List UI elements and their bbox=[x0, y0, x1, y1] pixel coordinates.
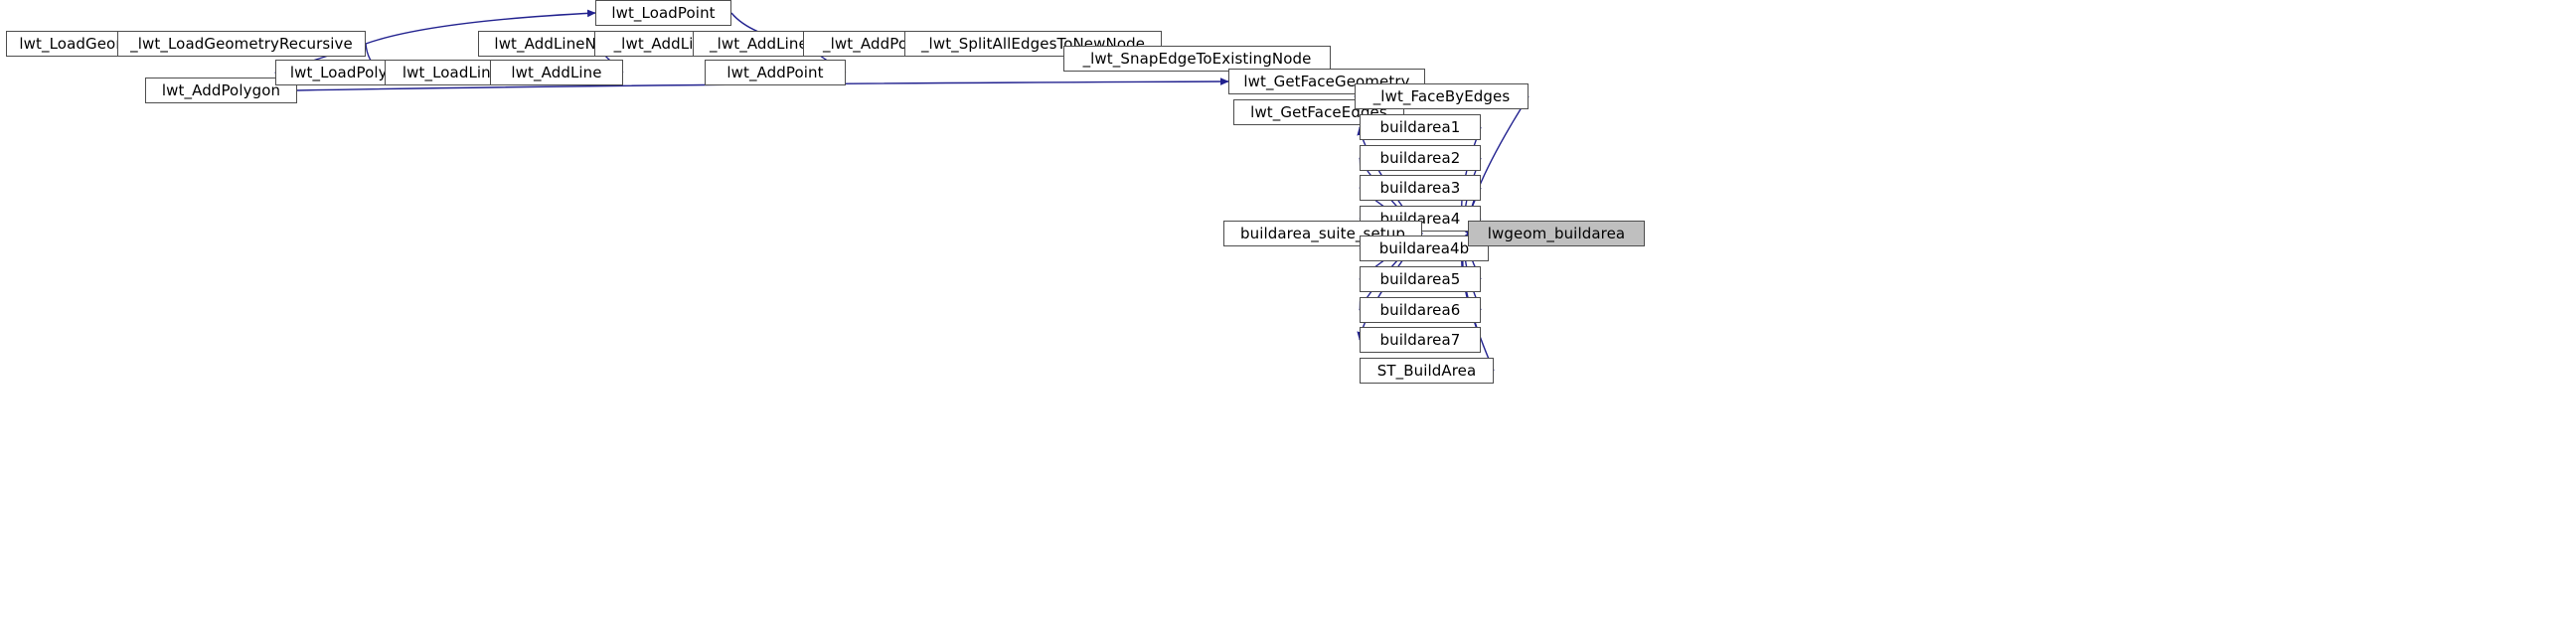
graph-node-lwt_LoadPoint[interactable]: lwt_LoadPoint bbox=[595, 0, 731, 26]
graph-node-label: lwt_AddLine bbox=[511, 63, 602, 81]
graph-node-buildarea6[interactable]: buildarea6 bbox=[1360, 297, 1481, 323]
graph-node-label: buildarea5 bbox=[1379, 269, 1461, 288]
graph-node-buildarea1[interactable]: buildarea1 bbox=[1360, 114, 1481, 140]
graph-node-label: _lwt_AddLine bbox=[613, 34, 713, 53]
graph-node-label: buildarea4b bbox=[1378, 238, 1470, 257]
graph-node-ST_BuildArea[interactable]: ST_BuildArea bbox=[1360, 358, 1494, 384]
graph-node-buildarea4b[interactable]: buildarea4b bbox=[1360, 236, 1489, 261]
graph-node-buildarea7[interactable]: buildarea7 bbox=[1360, 327, 1481, 353]
graph-node-_lwt_SnapEdgeToExistingNode[interactable]: _lwt_SnapEdgeToExistingNode bbox=[1063, 46, 1331, 72]
graph-node-label: ST_BuildArea bbox=[1376, 361, 1477, 380]
graph-node-buildarea5[interactable]: buildarea5 bbox=[1360, 266, 1481, 292]
graph-node-label: _lwt_SnapEdgeToExistingNode bbox=[1082, 49, 1312, 68]
graph-node-lwt_AddPolygon[interactable]: lwt_AddPolygon bbox=[145, 78, 297, 103]
graph-node-label: lwt_LoadPolygon bbox=[289, 63, 416, 81]
graph-node-label: lwt_LoadPoint bbox=[611, 3, 716, 22]
graph-node-buildarea3[interactable]: buildarea3 bbox=[1360, 175, 1481, 201]
graph-node-label: lwt_AddPolygon bbox=[161, 80, 281, 99]
graph-node-label: buildarea2 bbox=[1379, 148, 1461, 167]
graph-node-lwt_AddPoint[interactable]: lwt_AddPoint bbox=[705, 60, 846, 85]
graph-node-label: lwt_AddPoint bbox=[726, 63, 824, 81]
graph-node-label: buildarea3 bbox=[1379, 178, 1461, 197]
graph-node-label: lwt_GetFaceEdges bbox=[1250, 102, 1387, 121]
graph-node-label: lwgeom_buildarea bbox=[1487, 224, 1626, 242]
graph-node-label: _lwt_LoadGeometryRecursive bbox=[130, 34, 353, 53]
graph-node-label: buildarea7 bbox=[1379, 330, 1461, 349]
graph-node-_lwt_LoadGeometryRecursive[interactable]: _lwt_LoadGeometryRecursive bbox=[117, 31, 366, 57]
graph-node-_lwt_FaceByEdges[interactable]: _lwt_FaceByEdges bbox=[1355, 83, 1529, 109]
graph-node-label: _lwt_FaceByEdges bbox=[1372, 86, 1511, 105]
graph-node-lwgeom_buildarea[interactable]: lwgeom_buildarea bbox=[1468, 221, 1645, 246]
graph-node-buildarea2[interactable]: buildarea2 bbox=[1360, 145, 1481, 171]
graph-node-label: lwt_LoadLine bbox=[402, 63, 501, 81]
graph-node-label: buildarea6 bbox=[1379, 300, 1461, 319]
graph-node-label: buildarea1 bbox=[1379, 117, 1461, 136]
graph-node-lwt_AddLine[interactable]: lwt_AddLine bbox=[490, 60, 623, 85]
graph-node-label: _lwt_AddPoint bbox=[823, 34, 927, 53]
